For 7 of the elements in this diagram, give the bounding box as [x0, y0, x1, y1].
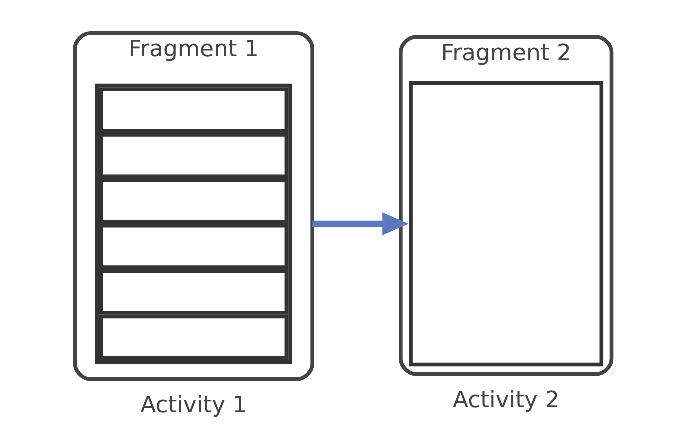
node-box	[94, 84, 292, 364]
node-box	[408, 81, 604, 367]
node-label: Activity 1	[140, 392, 247, 419]
cluster: Fragment 1	[72, 32, 314, 382]
node-label: Activity 2	[452, 388, 560, 414]
cluster: Fragment 2	[398, 35, 614, 376]
arrow	[312, 212, 408, 236]
